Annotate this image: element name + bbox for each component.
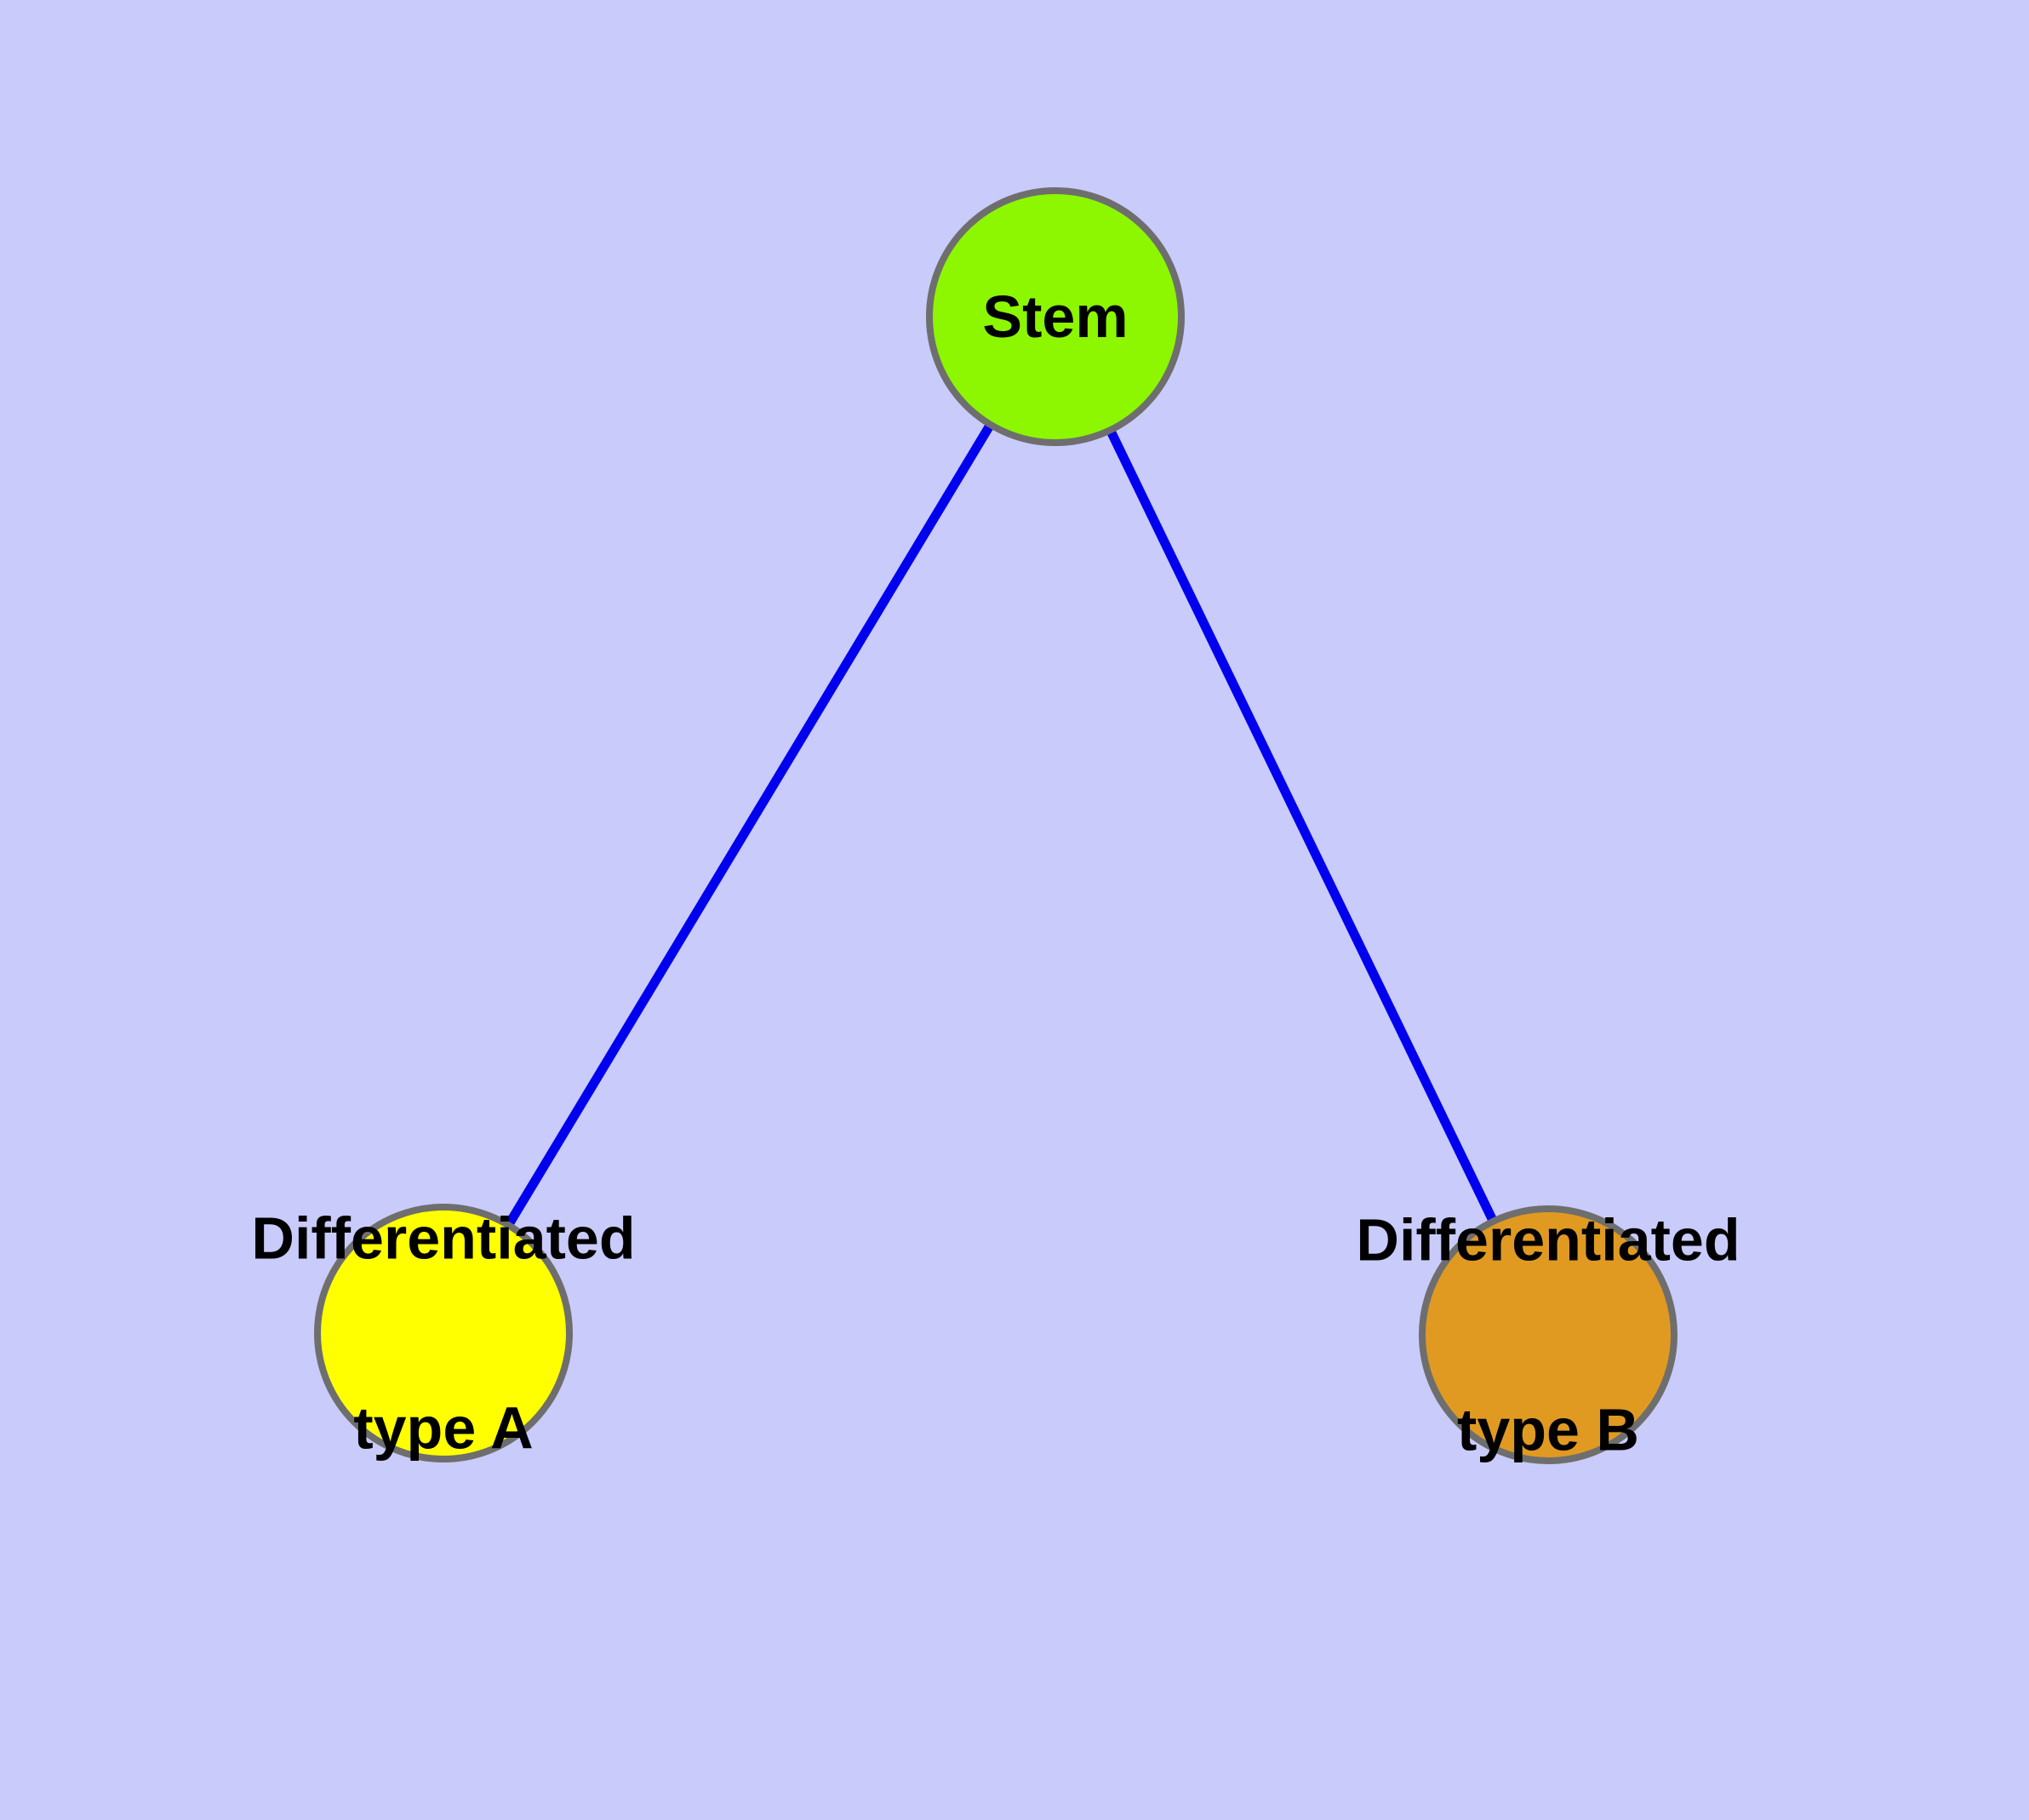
node-layer	[314, 187, 1677, 1464]
edge-stem-to-diff-b	[1051, 314, 1552, 1337]
edge-stem-to-diff-a	[439, 314, 1060, 1336]
edge-layer	[439, 314, 1552, 1337]
node-circle-stem[interactable]	[926, 187, 1185, 446]
node-circle-diff-a[interactable]	[314, 1204, 573, 1462]
node-circle-diff-b[interactable]	[1419, 1205, 1677, 1464]
